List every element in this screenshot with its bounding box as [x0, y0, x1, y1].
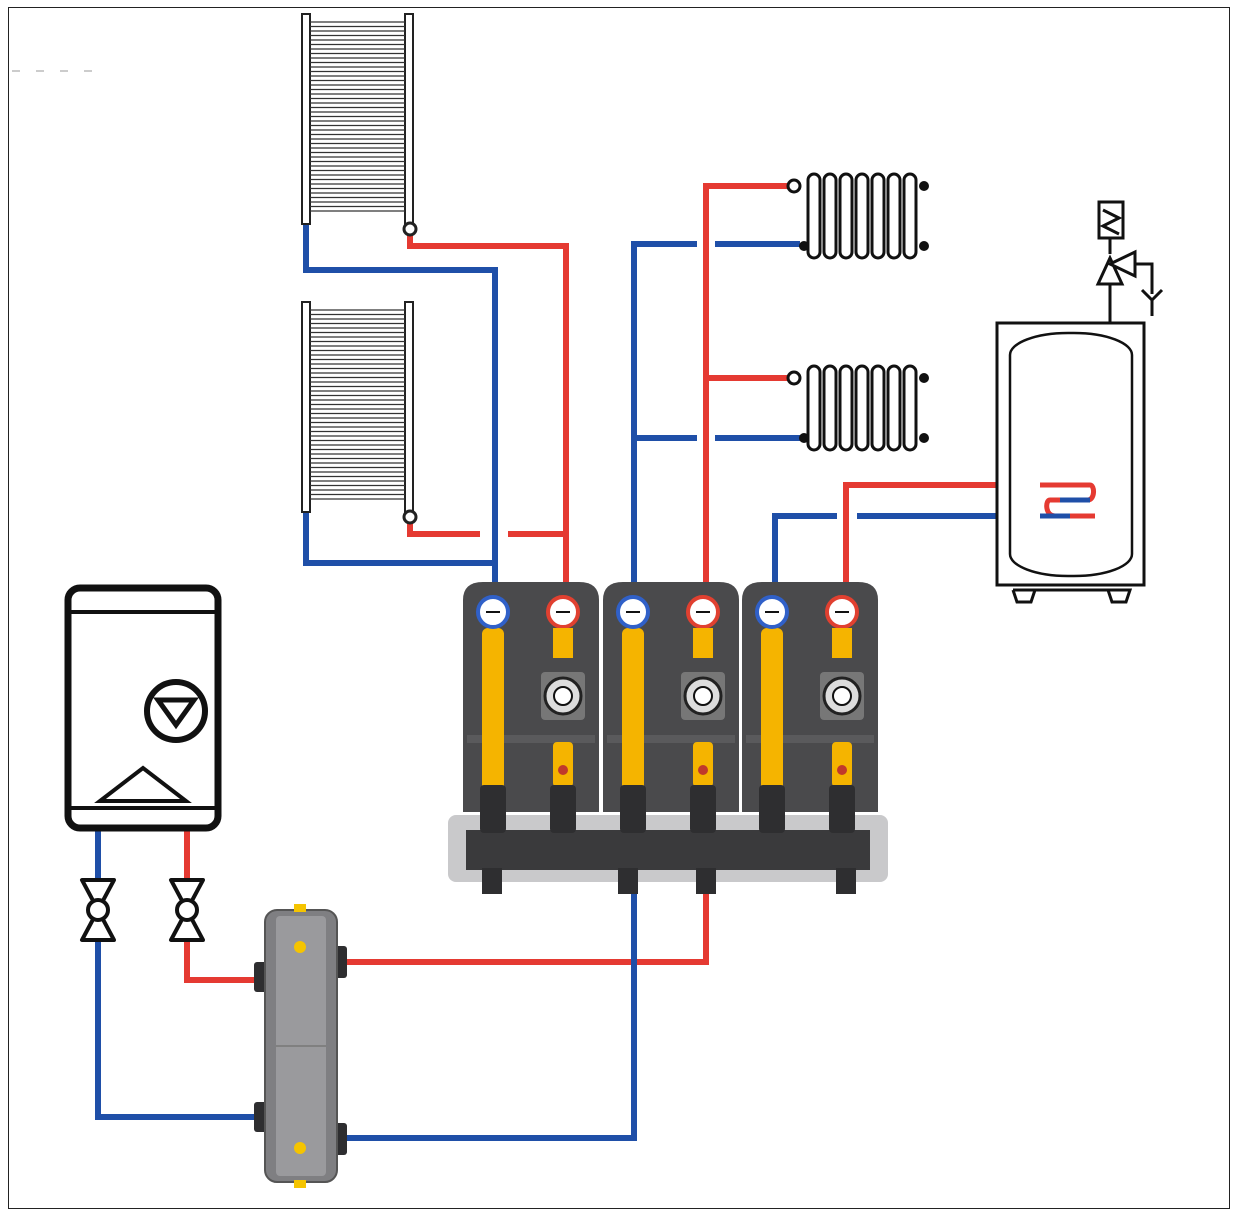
water-heater-tank-icon [995, 321, 1146, 604]
return-pipe-tank [772, 513, 837, 590]
supply-pipe-separator [345, 885, 709, 965]
pump-group-icon [603, 582, 739, 833]
return-pipe-boiler [95, 830, 262, 1120]
ball-valve-icon [80, 878, 116, 942]
supply-pipe-boiler [184, 830, 262, 983]
supply-pipe-radiators [703, 183, 792, 590]
radiator-icon [786, 172, 929, 260]
boiler-icon [64, 584, 222, 832]
supply-pipe-towel-2 [407, 520, 480, 537]
pump-group-icon [742, 582, 878, 833]
return-pipe-radiators [631, 241, 697, 590]
return-pipe-separator [345, 885, 637, 1141]
return-pipe-towel-2 [303, 510, 495, 566]
supply-pipe-towel-1 [407, 232, 569, 590]
diagram-frame [8, 7, 1230, 1209]
ball-valve-icon [169, 878, 205, 942]
towel-radiator-icon [301, 301, 418, 525]
towel-radiator-icon [301, 13, 418, 237]
pump-modules [448, 582, 888, 894]
safety-valve-icon [1095, 200, 1164, 323]
supply-pipe-tank [843, 482, 1040, 590]
return-pipe-towel-1 [303, 222, 498, 590]
pump-group-icon [463, 582, 599, 833]
hydraulic-separator-icon [254, 904, 347, 1188]
radiator-icon [786, 364, 929, 452]
